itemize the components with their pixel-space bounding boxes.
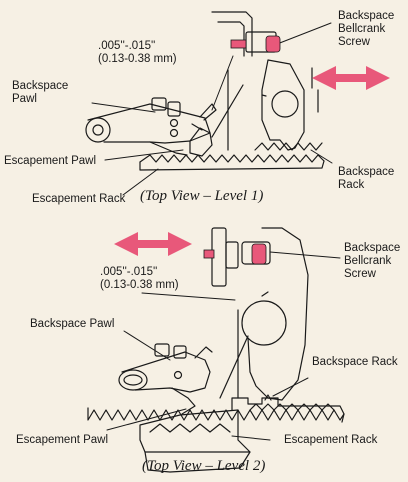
level1-escapement-pawl-label: Escapement Pawl <box>4 155 97 167</box>
level2-escapement-rack <box>87 407 345 473</box>
level1-backspace-rack-label: Backspace Rack <box>338 166 395 191</box>
level2-escapement-pawl-label: Escapement Pawl <box>16 434 109 446</box>
level1-backspace-pawl <box>85 97 211 156</box>
level2-bellcrank-screw <box>203 243 267 265</box>
level1-bellcrank-screw-label: Backspace Bellcrank Screw <box>338 10 395 48</box>
level1-escapement-pawl <box>189 103 217 157</box>
level1-bellcrank-screw <box>230 35 281 53</box>
level2-backspace-pawl-label: Backspace Pawl <box>30 318 115 330</box>
level2-bellcrank <box>211 227 309 401</box>
level2-bellcrank-screw-label: Backspace Bellcrank Screw <box>344 242 401 280</box>
level1-escapement-rack <box>139 154 325 171</box>
level2-gap-label: .005''-.015'' (0.13-0.38 mm) <box>100 266 179 291</box>
level2-backspace-rack-label: Backspace Rack <box>312 356 398 368</box>
level2-motion-arrow <box>114 232 192 256</box>
level1-backspace-pawl-label: Backspace Pawl <box>12 80 69 105</box>
level1-escapement-rack-label: Escapement Rack <box>32 193 126 205</box>
level2-escapement-rack-label: Escapement Rack <box>284 434 378 446</box>
level2-caption: (Top View – Level 2) <box>142 458 266 474</box>
level1-gap-label: .005''-.015'' (0.13-0.38 mm) <box>98 40 177 65</box>
level1-motion-arrow <box>312 66 390 90</box>
level1-backspace-rack <box>254 142 323 151</box>
level2-backspace-pawl <box>118 343 213 415</box>
level1-caption: (Top View – Level 1) <box>140 188 264 204</box>
